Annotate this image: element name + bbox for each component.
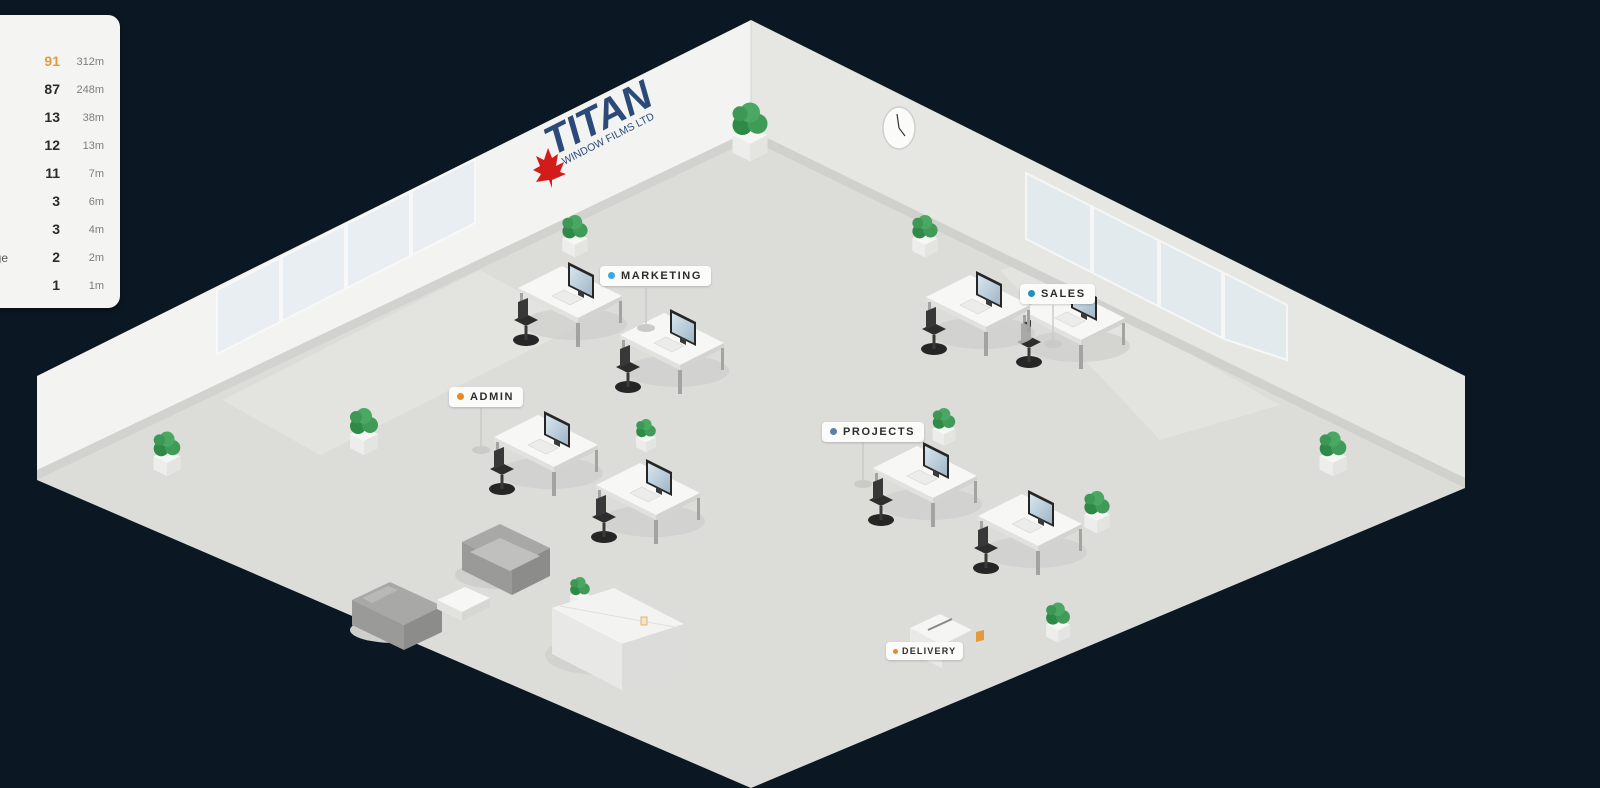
stat-time: 6m	[88, 196, 104, 208]
dept-label-text: SALES	[1041, 288, 1086, 300]
monitor-icon	[544, 411, 570, 448]
stat-time: 4m	[88, 224, 104, 236]
stat-row: 87 248m	[0, 79, 120, 99]
stat-count: 91	[44, 53, 60, 69]
office-chair-icon	[489, 447, 515, 495]
dept-label-delivery[interactable]: DELIVERY	[886, 642, 964, 660]
office-chair-icon	[591, 495, 617, 543]
monitor-icon	[568, 262, 594, 299]
dept-dot	[608, 272, 615, 279]
stat-row: 11 7m	[0, 163, 120, 183]
stat-count: 1	[52, 277, 60, 293]
workstation-desk	[513, 262, 627, 347]
workstation-desk	[591, 459, 705, 544]
dept-dot	[893, 649, 898, 654]
stat-count: 11	[45, 165, 60, 181]
stat-count: 87	[44, 81, 60, 97]
stat-time: 13m	[82, 140, 104, 152]
clock-icon	[882, 106, 916, 150]
right-wall-windows	[1025, 171, 1288, 362]
potted-plant	[732, 102, 768, 162]
potted-plant	[932, 408, 956, 446]
workstation-desk	[489, 411, 603, 496]
dept-dot	[457, 393, 464, 400]
workstation-desk	[921, 271, 1035, 356]
stat-row: ge 2 2m	[0, 247, 120, 267]
office-chair-icon	[513, 298, 539, 346]
left-wall-windows	[216, 157, 476, 356]
monitor-icon	[646, 459, 672, 496]
stat-count: 3	[52, 221, 60, 237]
monitor-icon	[1028, 490, 1054, 527]
dept-dot	[830, 428, 837, 435]
maple-leaf-icon	[533, 148, 566, 188]
dept-label-text: MARKETING	[621, 270, 703, 282]
coffee-table	[437, 587, 490, 612]
dept-label-projects[interactable]: PROJECTS	[822, 422, 925, 442]
stat-row: 12 13m	[0, 135, 120, 155]
dept-label-marketing[interactable]: MARKETING	[600, 266, 712, 286]
monitor-icon	[670, 309, 696, 346]
dept-label-text: PROJECTS	[843, 426, 916, 438]
stat-count: 13	[44, 109, 60, 125]
office-chair-icon	[868, 478, 894, 526]
workstation-desk	[973, 490, 1087, 575]
office-chair-icon	[973, 526, 999, 574]
stat-time: 38m	[82, 112, 104, 124]
monitor-icon	[923, 442, 949, 479]
dept-label-admin[interactable]: ADMIN	[449, 387, 524, 407]
floor-rug-left	[222, 270, 580, 455]
stat-count: 2	[52, 249, 60, 265]
potted-plant	[636, 419, 656, 452]
workstation-desk	[1016, 284, 1130, 369]
stat-row: 3 6m	[0, 191, 120, 211]
stat-row: 13 38m	[0, 107, 120, 127]
dept-dot	[1028, 290, 1035, 297]
stat-time: 312m	[76, 56, 104, 68]
stat-row: 91 312m	[0, 51, 120, 71]
potted-plant	[350, 408, 378, 455]
stats-panel: 91 312m 87 248m 13 38m 12 13m 11 7m 3 6m…	[0, 15, 120, 308]
dept-label-text: ADMIN	[470, 391, 515, 403]
stat-time: 2m	[88, 252, 104, 264]
potted-plant	[153, 431, 181, 477]
stat-time: 7m	[88, 168, 104, 180]
dept-label-sales[interactable]: SALES	[1020, 284, 1095, 304]
office-chair-icon	[615, 345, 641, 393]
stat-time: 248m	[76, 84, 104, 96]
monitor-icon	[976, 271, 1002, 308]
reception-desk	[545, 588, 684, 690]
office-chair-icon	[921, 307, 947, 355]
lounge-area	[350, 524, 550, 650]
stat-count: 3	[52, 193, 60, 209]
potted-plant	[1084, 491, 1110, 534]
potted-plant	[912, 215, 938, 258]
label-posts	[472, 288, 1062, 488]
potted-plant	[1046, 602, 1070, 643]
potted-plant	[562, 215, 588, 258]
stat-time: 1m	[88, 280, 104, 292]
potted-plant	[1319, 431, 1347, 477]
stat-row: 1 1m	[0, 275, 120, 295]
stat-row: 3 4m	[0, 219, 120, 239]
stat-count: 12	[44, 137, 60, 153]
stat-label: ge	[0, 251, 8, 265]
workstation-desk	[868, 442, 982, 527]
dept-label-text: DELIVERY	[902, 646, 957, 656]
